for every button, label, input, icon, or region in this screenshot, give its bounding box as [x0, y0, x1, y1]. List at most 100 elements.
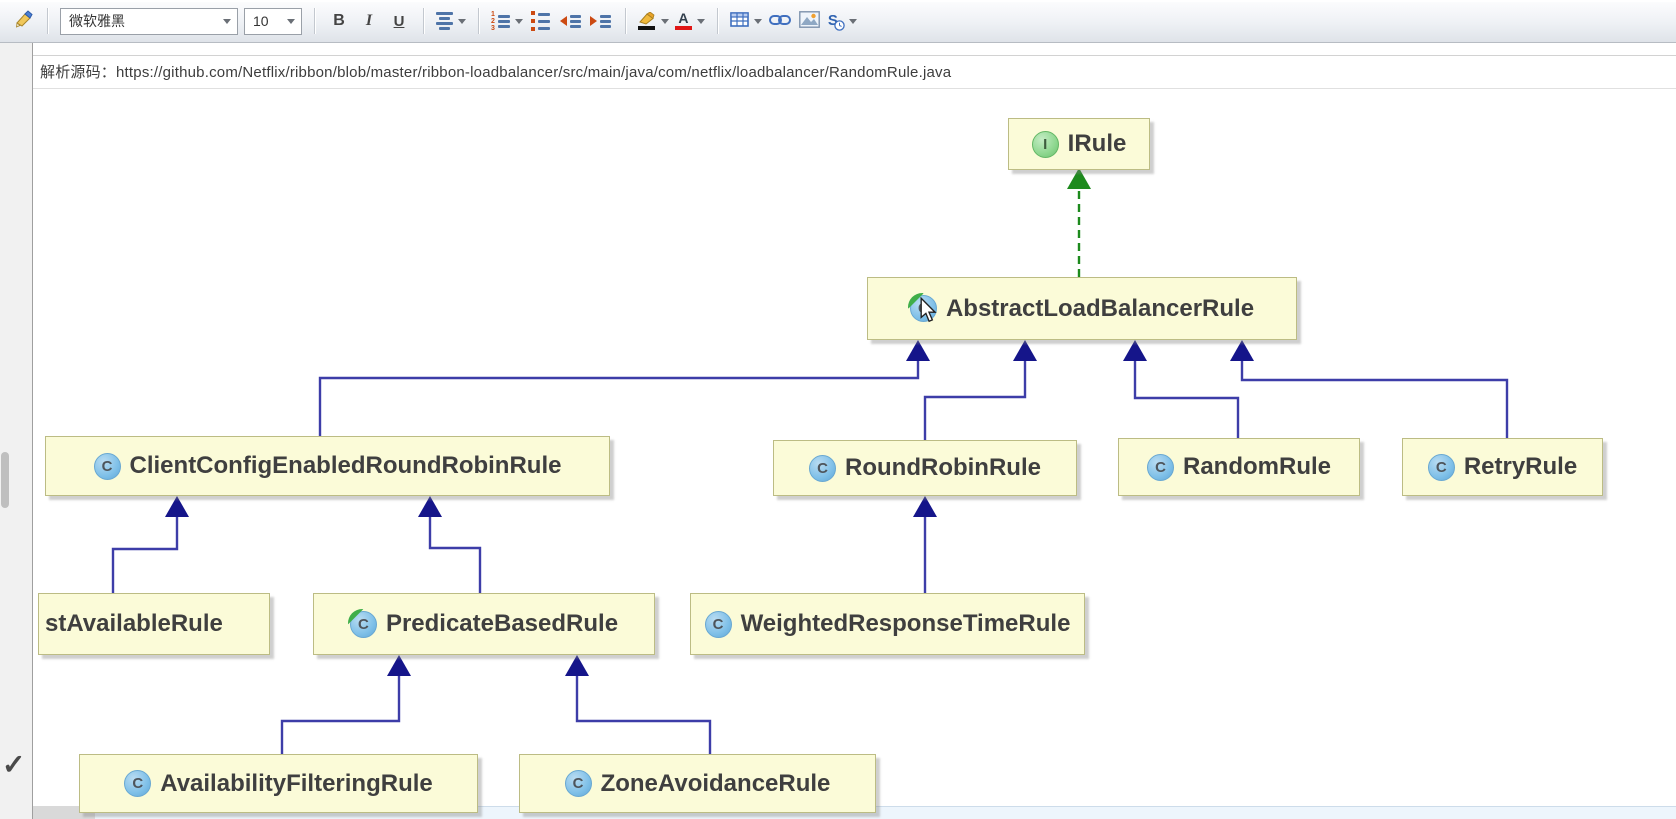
- chevron-down-icon: [753, 18, 762, 24]
- link-icon: [768, 14, 791, 29]
- align-icon: [436, 12, 453, 30]
- class-node-zone-avoidance-rule[interactable]: C ZoneAvoidanceRule: [519, 754, 876, 813]
- source-url: https://github.com/Netflix/ribbon/blob/m…: [116, 64, 952, 81]
- class-icon: C: [124, 770, 152, 797]
- class-node-label: ClientConfigEnabledRoundRobinRule: [129, 452, 562, 479]
- bullet-list-button[interactable]: [528, 7, 554, 35]
- editor-left-border: [32, 43, 33, 819]
- bold-button[interactable]: B: [326, 7, 352, 35]
- toolbar-separator: [314, 8, 315, 34]
- font-color-button[interactable]: A: [674, 7, 706, 35]
- indent-button[interactable]: [588, 7, 614, 35]
- class-node-best-available-rule[interactable]: stAvailableRule: [38, 593, 270, 655]
- highlight-swatch: [638, 26, 656, 30]
- class-node-label: RoundRobinRule: [845, 454, 1041, 481]
- font-size-value: 10: [253, 13, 269, 29]
- image-icon: [799, 11, 821, 31]
- class-icon: C: [1427, 453, 1455, 481]
- class-icon: C: [704, 610, 732, 638]
- content-top-border: [33, 55, 1676, 56]
- class-node-random-rule[interactable]: C RandomRule: [1118, 438, 1360, 496]
- edge-extends-zone-avoidance-rule: [575, 675, 712, 754]
- format-painter-icon: [12, 9, 34, 34]
- edge-extends-random-rule: [1133, 360, 1240, 438]
- edge-arrowhead: [1013, 340, 1037, 361]
- toolbar-separator: [47, 8, 48, 34]
- edge-extends-best-available-rule: [111, 516, 179, 593]
- highlight-color-button[interactable]: [637, 7, 670, 35]
- class-node-predicate-based-rule[interactable]: C PredicateBasedRule: [313, 593, 655, 655]
- class-icon: C: [809, 454, 837, 482]
- class-node-label: AbstractLoadBalancerRule: [945, 294, 1255, 322]
- indent-icon: [590, 14, 612, 28]
- bullet-list-icon: [531, 11, 551, 31]
- code-snippet-button[interactable]: S: [827, 7, 858, 35]
- edge-extends-round-robin-rule: [923, 360, 1027, 440]
- table-icon: [730, 12, 749, 30]
- insert-image-button[interactable]: [797, 7, 823, 35]
- edge-arrowhead: [565, 655, 589, 676]
- class-node-label: RandomRule: [1182, 453, 1331, 480]
- class-node-label: ZoneAvoidanceRule: [600, 769, 831, 797]
- mouse-cursor: [920, 297, 937, 323]
- edge-extends-predicate-based-rule: [428, 516, 482, 593]
- chevron-down-icon: [660, 18, 669, 24]
- edge-extends-retry-rule: [1240, 360, 1509, 438]
- toolbar-separator: [423, 8, 424, 34]
- toolbar-separator: [716, 8, 718, 34]
- class-node-label: PredicateBasedRule: [385, 610, 619, 637]
- class-node-label: stAvailableRule: [45, 610, 223, 637]
- edge-extends-client-config-enabled-round-robin-rule: [318, 360, 920, 436]
- edge-arrowhead: [1230, 340, 1254, 361]
- class-node-label: AvailabilityFilteringRule: [160, 769, 433, 797]
- class-icon: C: [1146, 453, 1174, 481]
- left-gutter: [0, 43, 32, 819]
- font-family-value: 微软雅黑: [69, 13, 125, 29]
- outdent-icon: [560, 14, 582, 28]
- class-icon: C: [564, 770, 592, 797]
- class-icon: C: [347, 608, 377, 638]
- font-size-select[interactable]: 10: [244, 7, 302, 35]
- chevron-down-icon: [514, 18, 523, 24]
- font-color-icon: A: [674, 11, 692, 30]
- class-node-availability-filtering-rule[interactable]: C AvailabilityFilteringRule: [79, 754, 478, 813]
- left-scrollbar-thumb[interactable]: [1, 452, 9, 508]
- horizontal-scrollbar[interactable]: [95, 806, 1676, 819]
- source-line-divider: [33, 88, 1676, 89]
- chevron-down-icon: [848, 18, 857, 24]
- chevron-down-icon: [287, 18, 295, 24]
- toolbar-separator: [624, 8, 626, 34]
- edge-arrowhead: [913, 496, 937, 517]
- outdent-button[interactable]: [558, 7, 584, 35]
- class-node-label: IRule: [1067, 130, 1127, 157]
- italic-icon: I: [365, 12, 373, 29]
- edge-arrowhead: [418, 496, 442, 517]
- edge-extends-availability-filtering-rule: [280, 675, 401, 754]
- highlight-color-icon: [638, 12, 656, 30]
- edge-arrowhead: [1067, 168, 1091, 189]
- font-family-select[interactable]: 微软雅黑: [60, 7, 238, 35]
- font-color-swatch: [674, 26, 692, 30]
- italic-button[interactable]: I: [356, 7, 382, 35]
- toolbar-separator: [478, 8, 479, 34]
- format-painter-button[interactable]: [10, 7, 36, 35]
- check-mark-icon: ✓: [2, 749, 26, 780]
- class-node-abstract-load-balancer-rule[interactable]: CAbstractLoadBalancerRule: [867, 277, 1297, 340]
- class-node-round-robin-rule[interactable]: C RoundRobinRule: [773, 440, 1077, 496]
- chevron-down-icon: [696, 18, 705, 24]
- class-node-client-config-enabled-round-robin-rule[interactable]: C ClientConfigEnabledRoundRobinRule: [45, 436, 610, 496]
- chevron-down-icon: [223, 18, 231, 24]
- class-icon: C: [93, 452, 121, 480]
- insert-table-button[interactable]: [729, 7, 763, 35]
- align-button[interactable]: [435, 7, 467, 35]
- insert-link-button[interactable]: [767, 7, 793, 35]
- underline-button[interactable]: U: [386, 7, 412, 35]
